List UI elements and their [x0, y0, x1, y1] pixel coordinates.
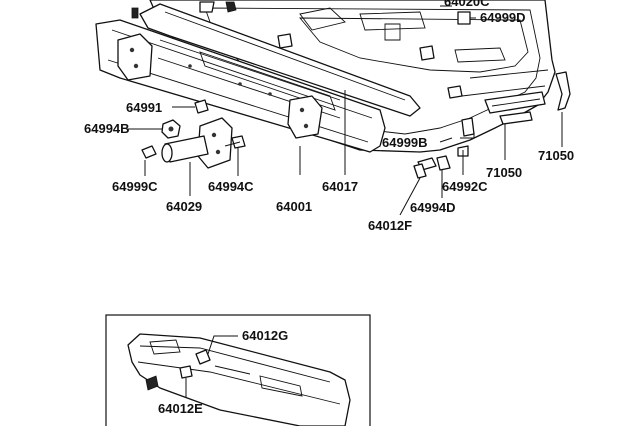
clip-64991: [194, 99, 209, 114]
label-64992c: 64992C: [442, 179, 488, 194]
label-64012e: 64012E: [158, 401, 203, 416]
inset-detail-box: [105, 314, 371, 426]
label-71050-strip: 71050: [538, 148, 574, 163]
bolt-64012g: [195, 349, 211, 365]
label-64029: 64029: [166, 199, 202, 214]
bolt-64012e: [179, 365, 193, 379]
label-71050-reflector: 71050: [486, 165, 522, 180]
label-64999c: 64999C: [112, 179, 158, 194]
label-64017: 64017: [322, 179, 358, 194]
label-64994b: 64994B: [84, 121, 130, 136]
label-64999b: 64999B: [382, 135, 428, 150]
label-64994d: 64994D: [410, 200, 456, 215]
label-64991: 64991: [126, 100, 162, 115]
bumper-assembly-exploded: [95, 0, 571, 216]
nut-64994d: [436, 155, 451, 171]
inset-bumper-cover: [127, 333, 351, 426]
stay-64029: [161, 117, 233, 169]
pin-64999c: [141, 145, 157, 159]
end-strip: [555, 71, 571, 111]
energy-absorber: [139, 3, 421, 117]
label-64012g: 64012G: [242, 328, 288, 343]
label-64999d: 64999D: [480, 10, 526, 25]
label-64994c: 64994C: [208, 179, 254, 194]
label-64020c: 64020C: [444, 0, 490, 9]
clip-64999b: [461, 117, 475, 137]
label-64012f: 64012F: [368, 218, 412, 233]
label-64001: 64001: [276, 199, 312, 214]
